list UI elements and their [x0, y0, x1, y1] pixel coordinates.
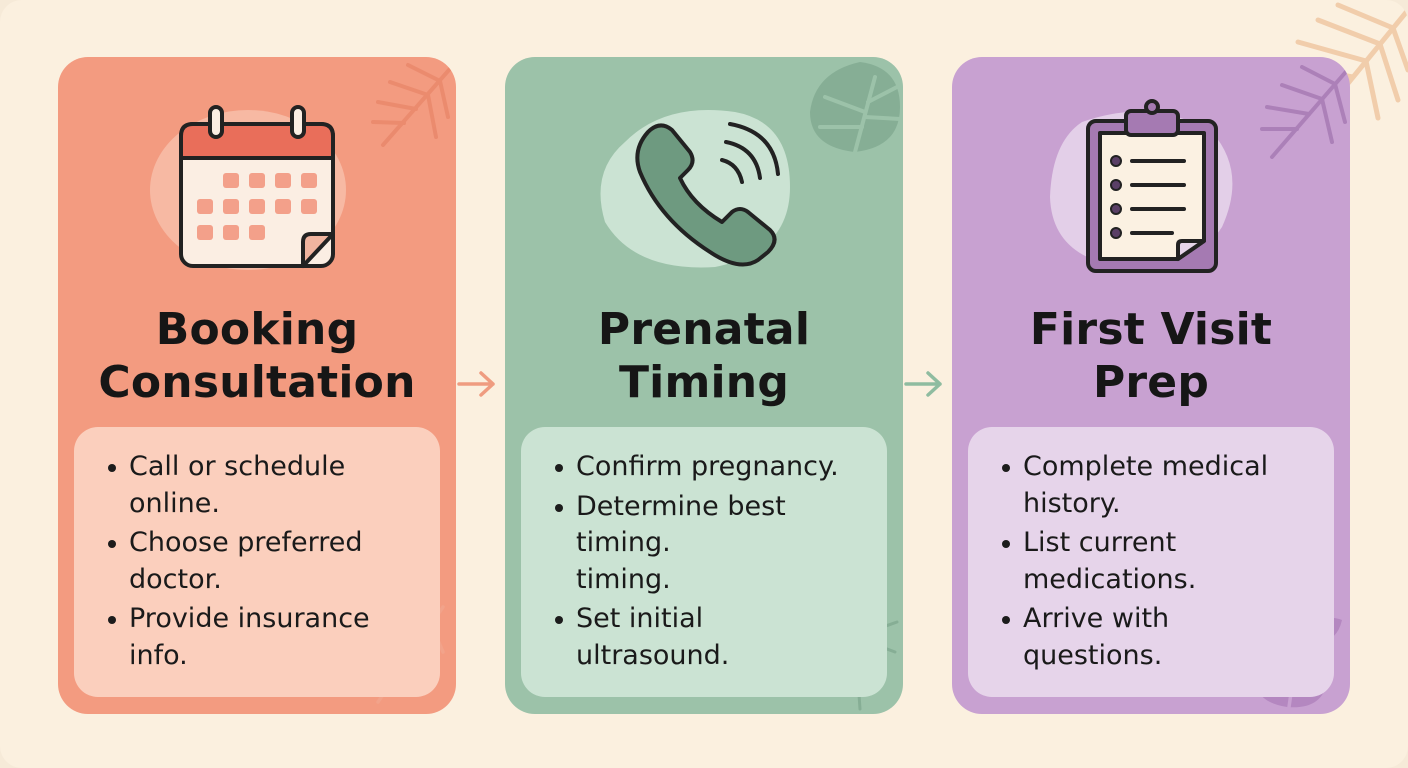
list-item: Complete medical history. — [1002, 449, 1324, 522]
step-card-booking-consultation: Booking Consultation Call or schedule on… — [58, 57, 456, 714]
arrow-right-icon — [457, 371, 495, 397]
list-item-text: Provide insurance — [129, 603, 370, 634]
step-title: Prenatal Timing — [597, 304, 811, 408]
list-item: Choose preferred doctor. — [108, 525, 430, 598]
monstera-leaf-decoration — [810, 62, 902, 154]
clipboard-icon — [1086, 99, 1218, 273]
bullet-icon — [108, 540, 116, 548]
list-item-text: doctor. — [129, 563, 222, 595]
list-item: Determine best timing. timing. — [555, 489, 877, 599]
list-item-text: info. — [129, 639, 188, 671]
list-item-text: Call or schedule — [129, 451, 346, 482]
list-item: List current medications. — [1002, 525, 1324, 598]
list-item-text: Complete medical — [1023, 451, 1269, 482]
step-checklist: Call or schedule online. Choose preferre… — [74, 427, 440, 697]
list-item-text: Choose preferred — [129, 527, 363, 558]
list-item: Confirm pregnancy. — [555, 449, 877, 486]
fern-decoration — [371, 60, 456, 147]
bullet-icon — [555, 503, 563, 512]
bullet-icon — [108, 464, 116, 472]
list-item: Provide insurance info. — [108, 601, 430, 674]
bullet-icon — [108, 616, 116, 624]
list-item-text: questions. — [1023, 639, 1163, 671]
bullet-icon — [555, 616, 563, 624]
step-checklist: Confirm pregnancy. Determine best timing… — [521, 427, 887, 697]
arrow-right-icon — [904, 371, 942, 397]
step-card-prenatal-timing: Prenatal Timing Confirm pregnancy. Deter… — [505, 57, 903, 714]
palm-leaf-decoration — [1260, 65, 1350, 159]
step-title: Booking Consultation — [98, 304, 416, 408]
bullet-icon — [555, 464, 563, 472]
list-item-text: List current — [1023, 527, 1177, 558]
step-checklist: Complete medical history. List current m… — [968, 427, 1334, 697]
bullet-icon — [1002, 464, 1010, 472]
list-item-text: Arrive with — [1023, 603, 1170, 634]
calendar-icon — [179, 105, 335, 268]
bullet-icon — [1002, 616, 1010, 624]
list-item: Arrive with questions. — [1002, 601, 1324, 674]
list-item: Set initial ultrasound. — [555, 601, 877, 674]
list-item: Call or schedule online. — [108, 449, 430, 522]
bullet-icon — [1002, 540, 1010, 548]
list-item-text: Confirm pregnancy. — [576, 451, 839, 482]
phone-icon — [635, 122, 780, 267]
step-title: First Visit Prep — [1029, 304, 1273, 408]
list-item-text: ultrasound. — [576, 639, 730, 671]
list-item-text: history. — [1023, 487, 1121, 519]
list-item-text: medications. — [1023, 563, 1197, 595]
list-item-text: Determine best — [576, 490, 786, 522]
list-item-text: timing. — [576, 563, 671, 595]
list-item-text: timing. — [576, 527, 671, 558]
list-item-text: Set initial — [576, 603, 704, 634]
list-item-text: online. — [129, 487, 220, 519]
step-card-first-visit-prep: First Visit Prep Complete medical histor… — [952, 57, 1350, 714]
